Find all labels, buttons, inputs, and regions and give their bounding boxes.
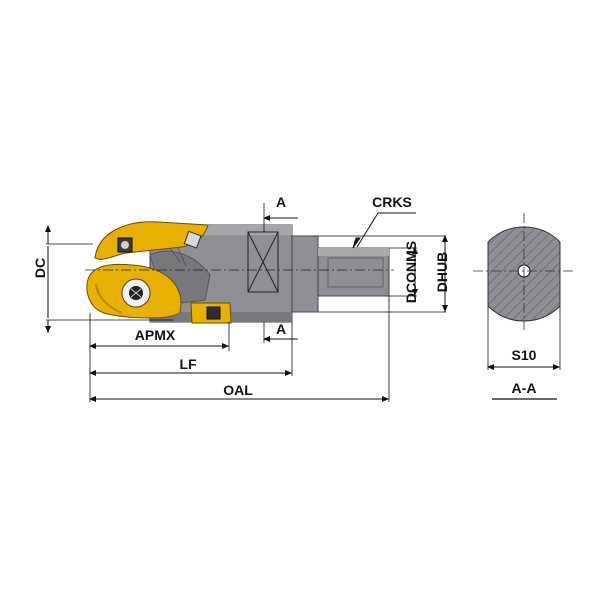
wrench-flat bbox=[247, 231, 279, 293]
label-dhub: DHUB bbox=[434, 252, 450, 292]
label-section-view: A-A bbox=[512, 380, 537, 396]
dimension-lines bbox=[45, 212, 448, 402]
dimension-labels: DC APMX LF OAL A A CRKS DCONMS DHUB S10 … bbox=[32, 194, 537, 398]
label-apmx: APMX bbox=[135, 327, 176, 343]
label-section-bottom: A bbox=[276, 321, 286, 337]
cutting-inserts bbox=[86, 221, 232, 324]
extension-lines bbox=[46, 203, 446, 402]
label-s10: S10 bbox=[512, 347, 537, 363]
hub-step bbox=[291, 235, 319, 313]
label-dc: DC bbox=[32, 258, 48, 278]
label-dconms: DCONMS bbox=[403, 241, 419, 303]
label-lf: LF bbox=[179, 356, 197, 372]
label-section-top: A bbox=[276, 194, 286, 210]
section-view bbox=[473, 213, 575, 400]
label-oal: OAL bbox=[223, 382, 253, 398]
label-crks: CRKS bbox=[372, 194, 412, 210]
tool-body bbox=[149, 224, 390, 323]
